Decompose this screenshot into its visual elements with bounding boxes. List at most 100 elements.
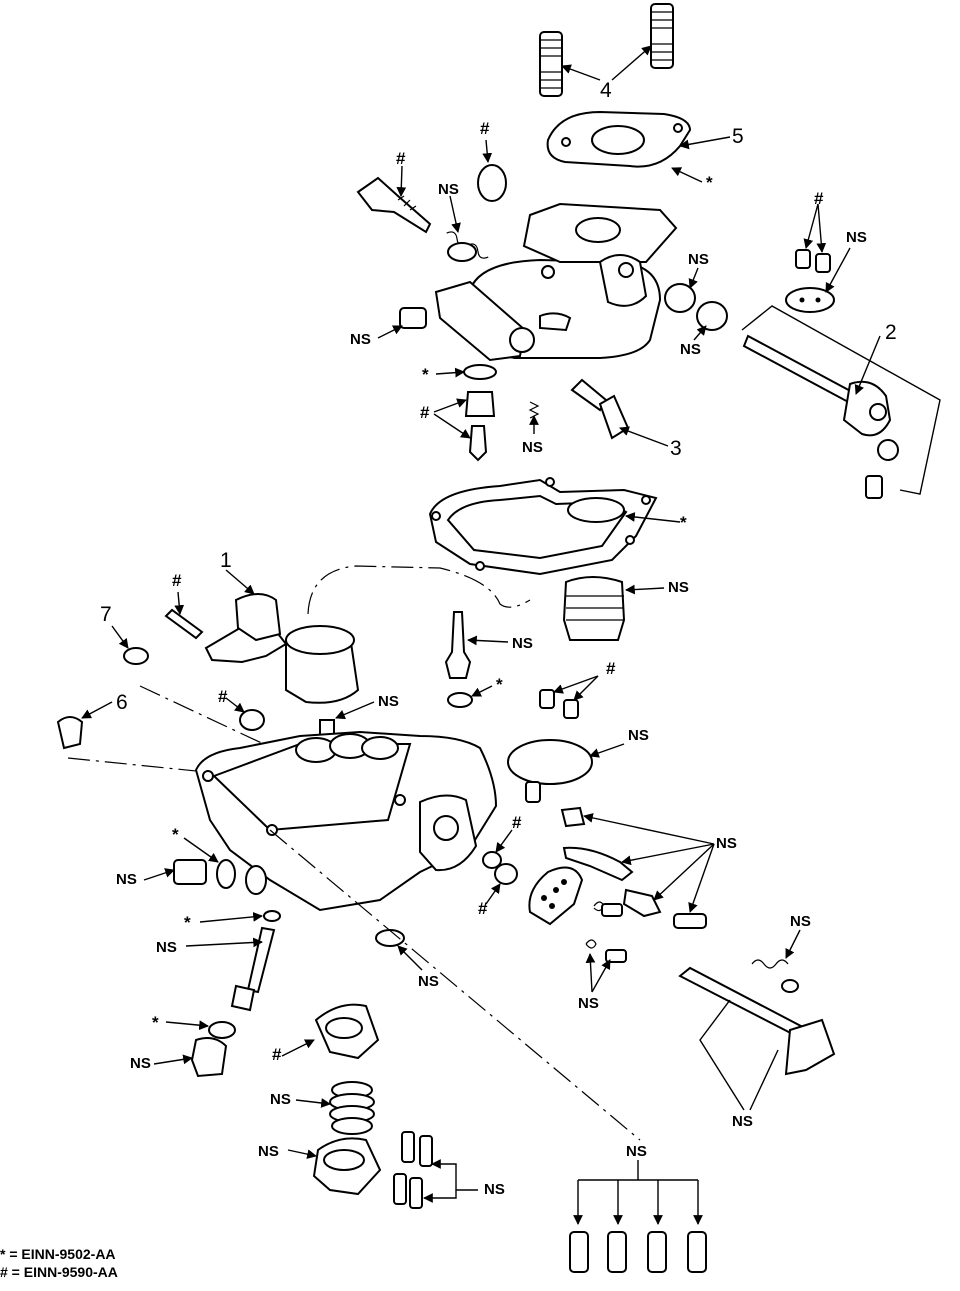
choke-clamp bbox=[622, 888, 662, 918]
main-jet bbox=[444, 611, 472, 679]
ns-label-pump-spring-large: NS bbox=[270, 1091, 291, 1108]
callout-5: 5 bbox=[732, 125, 744, 148]
stud-left bbox=[539, 31, 563, 97]
ns-label-pump-spring: NS bbox=[378, 693, 399, 710]
callout-2: 2 bbox=[885, 321, 897, 344]
needle-seat-washer bbox=[463, 364, 497, 380]
choke-lever-plate bbox=[528, 866, 584, 926]
lever-screw bbox=[865, 475, 883, 499]
hash-mark-plate-screws: # bbox=[606, 659, 616, 678]
nut-part7 bbox=[123, 647, 149, 665]
hash-mark-pump-cover: # bbox=[272, 1045, 282, 1064]
plate-screws-lower bbox=[539, 689, 579, 719]
ns-label-bushing-top: NS bbox=[688, 251, 709, 268]
jet-washer bbox=[447, 692, 473, 708]
jet-gasket bbox=[208, 1021, 236, 1039]
throttle-plate bbox=[785, 287, 835, 313]
hash-mark-throttle-screws: # bbox=[814, 189, 824, 208]
ns-label-choke-plate: NS bbox=[628, 727, 649, 744]
small-washer bbox=[263, 910, 281, 922]
pump-housing bbox=[312, 1137, 382, 1196]
ns-label-bushing-bottom: NS bbox=[680, 341, 701, 358]
throttle-shaft bbox=[742, 334, 899, 461]
retainer-spring bbox=[585, 939, 597, 949]
callout-4: 4 bbox=[600, 79, 612, 102]
hash-mark-shaft-washer: # bbox=[512, 813, 522, 832]
ns-label-cover-screws: NS bbox=[484, 1181, 505, 1198]
clamp-screw-2 bbox=[673, 913, 707, 929]
ns-label-choke-shaft: NS bbox=[732, 1113, 753, 1130]
air-horn-body bbox=[434, 202, 678, 362]
hash-mark-seat: # bbox=[420, 403, 430, 422]
bushing-2 bbox=[696, 301, 728, 331]
ns-label-power-valve: NS bbox=[668, 579, 689, 596]
fuel-bowl-body bbox=[194, 730, 498, 912]
callout-3: 3 bbox=[670, 437, 682, 460]
sleeve bbox=[239, 709, 265, 731]
main-adjusting-needle bbox=[570, 378, 630, 440]
inlet-washer bbox=[216, 859, 236, 889]
pump-cover bbox=[314, 1003, 380, 1060]
callout-7: 7 bbox=[100, 603, 112, 626]
choke-shaft bbox=[678, 966, 836, 1076]
hash-mark-float-pin: # bbox=[172, 571, 182, 590]
star-mark-inlet-washer: * bbox=[172, 825, 179, 844]
legend-hash: # = EINN-9590-AA bbox=[0, 1264, 118, 1280]
throttle-plate-screws bbox=[795, 249, 831, 273]
ns-label-welch-plug: NS bbox=[418, 973, 439, 990]
ns-label-pump-housing: NS bbox=[258, 1143, 279, 1160]
small-spring bbox=[528, 401, 540, 419]
ns-label-inlet-plug: NS bbox=[116, 871, 137, 888]
cover-screws bbox=[393, 1131, 433, 1209]
float-pin bbox=[164, 608, 204, 640]
retainer-screw bbox=[605, 949, 627, 963]
drain-plug-part6 bbox=[56, 716, 84, 750]
choke-clip bbox=[560, 806, 586, 828]
ns-label-body-plug: NS bbox=[350, 331, 371, 348]
ns-label-main-jet: NS bbox=[512, 635, 533, 652]
shaft-washer bbox=[482, 851, 502, 869]
mounting-gasket bbox=[546, 110, 692, 168]
ns-label-retainer: NS bbox=[578, 995, 599, 1012]
choke-plate bbox=[507, 739, 593, 803]
shaft-bushing bbox=[494, 863, 518, 885]
float-assembly bbox=[204, 593, 360, 704]
choke-spring bbox=[751, 959, 799, 993]
star-mark-small-washer: * bbox=[184, 913, 191, 932]
legend-star: * = EINN-9502-AA bbox=[0, 1246, 116, 1262]
ns-label-jet-plug: NS bbox=[130, 1055, 151, 1072]
power-valve bbox=[562, 576, 626, 641]
hash-mark-shaft-bushing: # bbox=[478, 899, 488, 918]
star-mark-jet-washer: * bbox=[496, 675, 503, 694]
bowl-cover-gasket bbox=[428, 477, 658, 576]
star-mark-gasket: * bbox=[706, 173, 713, 192]
cup-plug bbox=[477, 164, 507, 202]
bushing-1 bbox=[664, 283, 696, 313]
ns-label-small-spring: NS bbox=[522, 439, 543, 456]
bottom-screws bbox=[569, 1231, 707, 1273]
body-plug bbox=[399, 307, 427, 329]
idle-spring bbox=[446, 231, 489, 262]
hash-mark-cup-plug: # bbox=[480, 119, 490, 138]
callout-6: 6 bbox=[116, 691, 128, 714]
stud-right bbox=[650, 3, 674, 69]
hash-mark-sleeve: # bbox=[218, 687, 228, 706]
idle-jet bbox=[230, 926, 276, 1012]
ns-label-idle-spring: NS bbox=[438, 181, 459, 198]
float-needle bbox=[468, 425, 488, 462]
callout-1: 1 bbox=[220, 549, 232, 572]
clamp-screw-1 bbox=[601, 903, 623, 917]
inlet-sleeve bbox=[245, 865, 267, 895]
idle-needle bbox=[356, 176, 432, 234]
star-mark-bowl-gasket: * bbox=[680, 513, 687, 532]
ns-label-choke-parts: NS bbox=[716, 835, 737, 852]
jet-plug bbox=[190, 1037, 228, 1078]
inlet-plug bbox=[173, 859, 207, 885]
ns-label-bottom-screws: NS bbox=[626, 1143, 647, 1160]
ns-label-choke-spring: NS bbox=[790, 913, 811, 930]
pump-spring-large bbox=[329, 1081, 375, 1135]
hash-mark-needle: # bbox=[396, 149, 406, 168]
ns-label-throttle-plate: NS bbox=[846, 229, 867, 246]
star-mark-jet-gasket: * bbox=[152, 1013, 159, 1032]
